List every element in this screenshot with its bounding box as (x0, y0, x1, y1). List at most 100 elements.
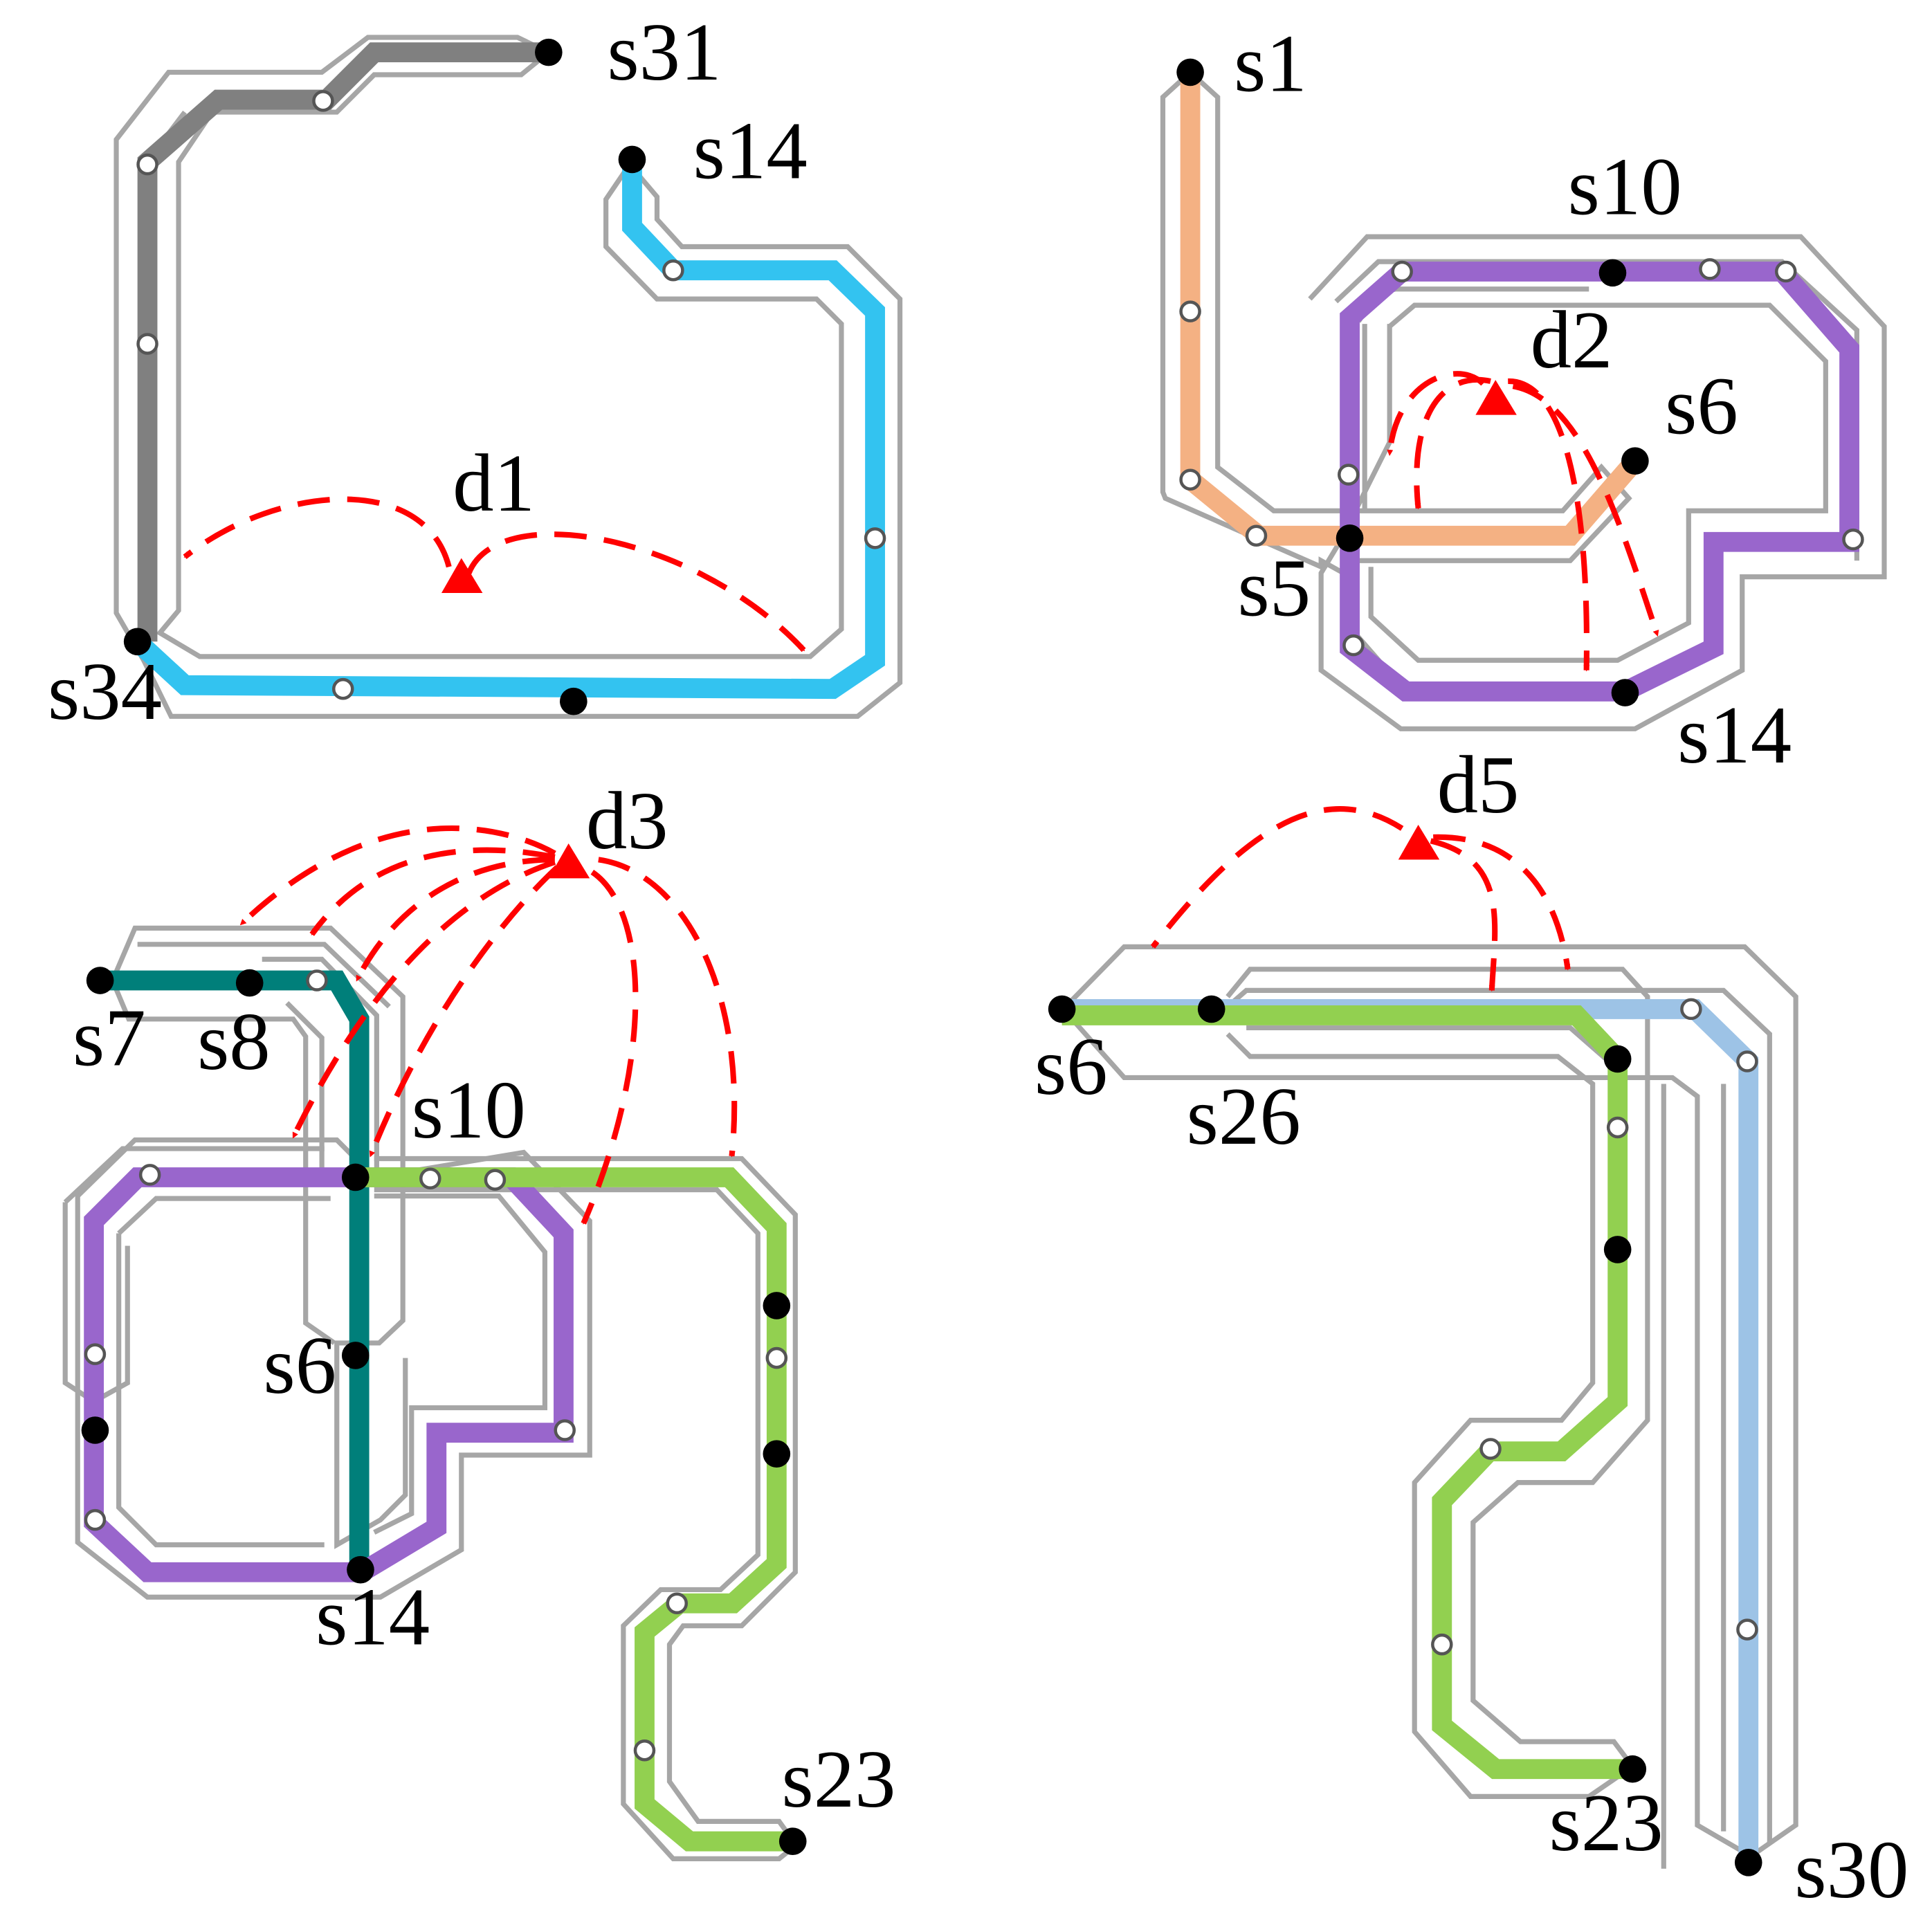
route-purple (84, 1167, 574, 1582)
route-gray (137, 42, 549, 642)
panel-d5: d5 s6 s26 s23 s30 (1035, 739, 1908, 1915)
station-label: s23 (782, 1733, 896, 1825)
station-node (1598, 259, 1627, 287)
station-node (1603, 1236, 1632, 1263)
corridor-lines (1059, 944, 1798, 1869)
station-label: s6 (264, 1319, 337, 1411)
intermediate-stop (666, 1592, 689, 1615)
route-green (355, 1167, 793, 1852)
station-label: s14 (693, 104, 808, 196)
station-node (763, 1292, 791, 1319)
station-label: s34 (48, 646, 162, 737)
depot-arrow (309, 847, 556, 936)
depot-marker (1475, 380, 1517, 415)
depot-arrow (1387, 371, 1486, 456)
depot-label: d2 (1531, 294, 1613, 385)
station-node (86, 967, 114, 994)
station-label: s14 (1677, 689, 1792, 780)
depot-arrow (581, 869, 639, 1225)
intermediate-stop (484, 1169, 507, 1191)
depot-arrow (354, 857, 555, 982)
intermediate-stop (633, 1739, 656, 1762)
station-label: s31 (607, 6, 721, 98)
intermediate-stop (1774, 260, 1797, 283)
station-label: s1 (1234, 17, 1307, 109)
intermediate-stop (306, 969, 328, 992)
intermediate-stop (662, 259, 684, 282)
intermediate-stop (84, 1343, 107, 1365)
station-node (763, 1440, 791, 1468)
station-node (1048, 995, 1076, 1023)
intermediate-stop (1606, 1116, 1629, 1139)
station-node (1603, 1045, 1632, 1073)
station-node (341, 1342, 370, 1369)
station-label: s26 (1187, 1070, 1301, 1162)
intermediate-stop (1736, 1050, 1758, 1072)
intermediate-stop (419, 1167, 441, 1190)
panel-d3: d3 s7 s8 s10 s6 s14 s23 (62, 775, 896, 1861)
station-node (535, 38, 563, 66)
depot-marker (441, 558, 483, 594)
intermediate-stop (1338, 464, 1360, 486)
intermediate-stop (1431, 1633, 1453, 1656)
station-node (235, 969, 264, 997)
station-node (618, 145, 646, 174)
intermediate-stop (1680, 998, 1702, 1021)
depot-label: d3 (586, 775, 668, 866)
station-node (1611, 679, 1639, 706)
depot-label: d5 (1437, 739, 1520, 830)
panel-d1: d1 s31 s14 s34 (48, 6, 903, 737)
route-green (1061, 1005, 1633, 1780)
station-label: s8 (197, 996, 271, 1087)
station-node (1619, 1755, 1647, 1783)
station-node (347, 1555, 374, 1584)
intermediate-stop (1736, 1618, 1758, 1641)
intermediate-stop (1179, 468, 1201, 491)
depot-arrow (239, 825, 556, 926)
intermediate-stop (136, 333, 158, 355)
intermediate-stop (1479, 1438, 1502, 1460)
depot-arrow (1430, 838, 1498, 992)
intermediate-stop (1391, 260, 1413, 283)
depot-marker (548, 843, 590, 879)
station-node (1176, 58, 1204, 86)
depot-arrow (183, 496, 452, 568)
station-label: s7 (73, 992, 146, 1083)
intermediate-stop (138, 1164, 161, 1186)
intermediate-stop (1842, 528, 1864, 551)
intermediate-stop (1245, 524, 1268, 547)
panel-d2: d2 s1 s10 s6 s5 s14 (1160, 17, 1887, 780)
station-node (560, 687, 587, 715)
intermediate-stop (1342, 634, 1365, 657)
depot-arrow (1433, 834, 1571, 971)
depot-arrow (466, 531, 806, 652)
intermediate-stop (136, 153, 158, 176)
intermediate-stop (1699, 258, 1721, 280)
intermediate-stop (765, 1346, 788, 1369)
station-label: s6 (1035, 1021, 1108, 1112)
station-label: s30 (1794, 1824, 1908, 1915)
depot-arrow (1414, 376, 1491, 510)
depot-marker (1398, 824, 1440, 860)
route-cyan (130, 159, 885, 700)
intermediate-stop (864, 527, 886, 549)
station-label: s23 (1549, 1777, 1664, 1868)
station-node (1734, 1848, 1762, 1876)
corridor-lines (62, 925, 800, 1861)
depot-arrow (1150, 806, 1404, 949)
route-teal (100, 970, 370, 1573)
station-node (341, 1163, 370, 1191)
depot-label: d1 (453, 437, 535, 529)
station-node (1621, 447, 1649, 475)
station-label: s10 (1568, 141, 1682, 232)
station-node (1336, 524, 1364, 552)
route-purple (1340, 262, 1859, 702)
station-node (778, 1827, 807, 1855)
depot-arrow (1512, 383, 1661, 637)
depot-arrow (1508, 378, 1590, 672)
depot-arrow (291, 859, 556, 1139)
intermediate-stop (331, 677, 354, 700)
station-node (1197, 995, 1225, 1023)
